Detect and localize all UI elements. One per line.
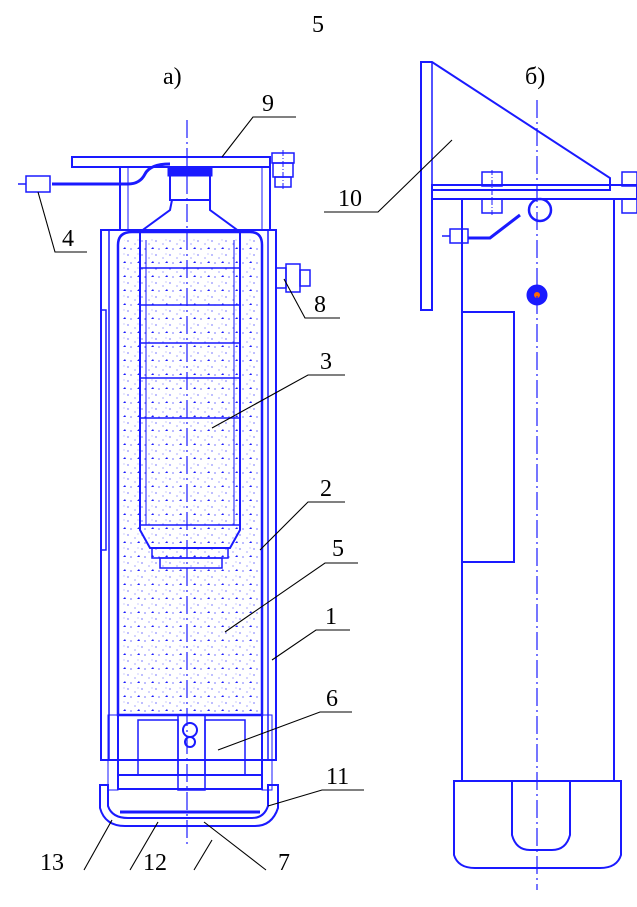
- fuse-cartridge: [139, 167, 241, 569]
- striker-assembly: [107, 714, 273, 791]
- callout-13: 13: [40, 850, 64, 876]
- signal-wire: [52, 162, 171, 186]
- callout-6: 6: [326, 686, 338, 712]
- bracket-bolts: [481, 170, 637, 215]
- nameplate: [461, 311, 515, 563]
- callout-7: 7: [278, 850, 290, 876]
- callout-5: 5: [332, 536, 344, 562]
- view-b-side: [420, 61, 637, 890]
- mounting-bracket: [420, 61, 611, 311]
- bottom-cap: [99, 784, 279, 827]
- callout-3: 3: [320, 349, 332, 375]
- callout-1: 1: [325, 604, 337, 630]
- side-gland: [275, 263, 311, 293]
- bottom-cap-side: [453, 780, 622, 869]
- terminal-block: [25, 175, 51, 193]
- top-flange: [71, 156, 271, 168]
- page-number: 5: [312, 12, 324, 38]
- callout-9: 9: [262, 91, 274, 117]
- callout-11: 11: [326, 764, 349, 790]
- callout-2: 2: [320, 476, 332, 502]
- view-a-label: а): [163, 64, 182, 90]
- callout-8: 8: [314, 292, 326, 318]
- inner-container: [116, 230, 264, 717]
- callout-12: 12: [143, 850, 167, 876]
- quartz-sand-filler: [122, 236, 258, 712]
- view-a-section: [18, 120, 311, 845]
- mounting-bar: [431, 184, 637, 200]
- callout-4: 4: [62, 226, 74, 252]
- view-b-label: б): [525, 64, 545, 90]
- flange-bolt: [271, 150, 295, 190]
- callouts: 9 4 8 3 2 5 1 6 11 10 13 12: [37, 91, 453, 876]
- callout-10: 10: [338, 186, 362, 212]
